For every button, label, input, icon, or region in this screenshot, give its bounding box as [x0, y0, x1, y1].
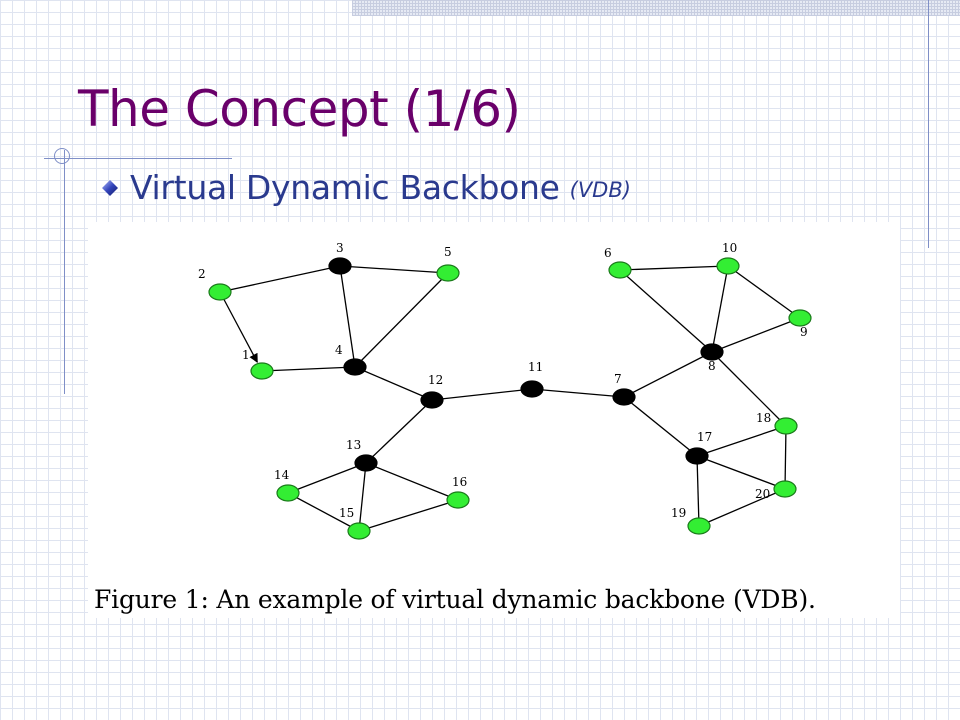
edge-3-5	[339, 265, 449, 274]
node-label-11: 11	[528, 360, 543, 374]
diamond-icon	[102, 179, 118, 196]
edge-17-20	[696, 455, 786, 490]
edge-15-16	[358, 499, 459, 532]
right-frame-line	[928, 0, 929, 248]
node-label-1: 1	[242, 348, 250, 362]
node-label-20: 20	[755, 487, 770, 501]
frame-corner-circle	[54, 148, 70, 164]
node-9-regular	[788, 309, 812, 327]
bullet-item: Virtual Dynamic Backbone (VDB)	[102, 168, 631, 207]
edge-17-19	[696, 455, 700, 527]
node-label-4: 4	[335, 343, 343, 357]
node-label-16: 16	[452, 475, 467, 489]
node-19-regular	[687, 517, 711, 535]
title-underline	[44, 158, 232, 159]
left-frame-line	[64, 150, 65, 394]
edge-1-4	[261, 366, 356, 372]
edge-3-4	[339, 265, 356, 368]
node-label-17: 17	[697, 430, 712, 444]
node-15-regular	[347, 522, 371, 540]
edge-10-9	[727, 265, 801, 319]
node-label-14: 14	[274, 468, 290, 482]
node-14-regular	[276, 484, 300, 502]
node-label-13: 13	[346, 438, 361, 452]
bullet-abbreviation: (VDB)	[569, 177, 631, 202]
bullet-text: Virtual Dynamic Backbone	[130, 168, 560, 207]
node-label-2: 2	[198, 267, 206, 281]
edge-9-8	[711, 317, 801, 353]
edge-14-15	[287, 492, 360, 532]
edge-6-10	[619, 265, 729, 271]
node-8-backbone	[700, 343, 724, 361]
edge-2-1	[219, 291, 258, 363]
node-13-backbone	[354, 454, 378, 472]
node-label-3: 3	[336, 241, 344, 255]
node-17-backbone	[685, 447, 709, 465]
edge-13-14	[287, 462, 367, 494]
node-1-regular	[250, 362, 274, 380]
edge-4-12	[354, 366, 433, 401]
edge-13-16	[365, 462, 459, 501]
edge-13-15	[358, 462, 367, 532]
edge-6-8	[619, 269, 713, 353]
top-pattern-band	[352, 0, 960, 16]
edge-8-18	[711, 351, 787, 427]
node-5-regular	[436, 264, 460, 282]
node-2-regular	[208, 283, 232, 301]
node-4-backbone	[343, 358, 367, 376]
edge-2-3	[219, 265, 341, 293]
node-label-15: 15	[339, 506, 354, 520]
node-6-regular	[608, 261, 632, 279]
node-20-regular	[773, 480, 797, 498]
node-12-backbone	[420, 391, 444, 409]
node-label-18: 18	[756, 411, 771, 425]
slide-title: The Concept (1/6)	[78, 80, 521, 138]
node-18-regular	[774, 417, 798, 435]
figure-caption: Figure 1: An example of virtual dynamic …	[94, 585, 816, 614]
edge-12-11	[431, 388, 533, 401]
node-label-8: 8	[708, 359, 716, 373]
node-label-5: 5	[444, 245, 452, 259]
edge-7-8	[623, 351, 713, 398]
node-10-regular	[716, 257, 740, 275]
node-3-backbone	[328, 257, 352, 275]
node-7-backbone	[612, 388, 636, 406]
edge-10-8	[711, 265, 729, 353]
node-16-regular	[446, 491, 470, 509]
edge-19-20	[698, 488, 786, 527]
graph-nodes	[208, 257, 812, 540]
node-label-7: 7	[614, 372, 622, 386]
edge-7-17	[623, 396, 698, 457]
node-11-backbone	[520, 380, 544, 398]
edge-17-18	[696, 425, 787, 457]
node-label-6: 6	[604, 246, 612, 260]
edge-12-13	[365, 399, 433, 464]
node-label-19: 19	[671, 506, 686, 520]
graph-edges	[219, 265, 801, 532]
edge-5-4	[354, 272, 449, 368]
node-label-10: 10	[722, 241, 737, 255]
edge-18-20	[784, 425, 787, 490]
edge-11-7	[531, 388, 625, 398]
node-label-9: 9	[800, 325, 808, 339]
node-label-12: 12	[428, 373, 443, 387]
